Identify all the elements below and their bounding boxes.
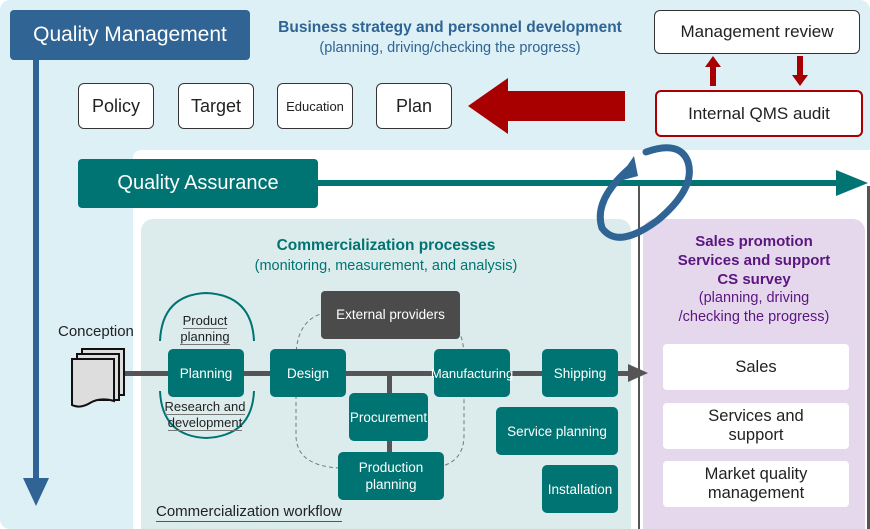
commercialization-title: Commercialization processes	[276, 237, 496, 254]
arrow-down-small-icon	[792, 56, 808, 86]
sales-subtitle-line: /checking the progress)	[678, 309, 830, 325]
design-box: Design	[270, 349, 346, 397]
research-development-text: Research and development	[164, 399, 246, 431]
quality-management-flow-line	[33, 58, 39, 488]
product-planning-label: Product planning	[163, 313, 247, 345]
commercialization-heading: Commercialization processes (monitoring,…	[141, 236, 631, 276]
divider-line	[638, 186, 640, 529]
sales-title-line: Sales promotion	[695, 233, 813, 250]
workflow-arrow-icon	[628, 364, 648, 382]
commercialization-subtitle: (monitoring, measurement, and analysis)	[254, 258, 518, 274]
arrow-left-icon	[468, 78, 625, 134]
management-review-box: Management review	[654, 10, 860, 54]
installation-box: Installation	[542, 465, 618, 513]
education-box: Education	[277, 83, 353, 129]
workflow-line	[124, 371, 634, 376]
production-planning-box: Production planning	[338, 452, 444, 500]
sales-subtitle-line: (planning, driving	[698, 290, 810, 306]
procurement-box: Procurement	[349, 393, 428, 441]
conception-label: Conception	[58, 323, 134, 340]
arrow-up-icon	[705, 56, 721, 86]
quality-assurance-flow-line	[318, 180, 838, 186]
manufacturing-box: Manufacturing	[431, 349, 513, 397]
sales-title-line: Services and support	[677, 252, 831, 269]
services-support-box: Services and support	[663, 403, 849, 449]
strategy-subtitle: (planning, driving/checking the progress…	[319, 40, 581, 56]
shipping-box: Shipping	[542, 349, 618, 397]
cycle-arrow-icon	[596, 144, 693, 241]
planning-arcs	[159, 291, 255, 440]
sales-title-line: CS survey	[717, 271, 791, 288]
target-box: Target	[178, 83, 254, 129]
document-stack-icon	[71, 348, 125, 408]
plan-box: Plan	[376, 83, 452, 129]
arrow-down-icon	[23, 478, 49, 506]
market-quality-box: Market quality management	[663, 461, 849, 507]
planning-box: Planning	[168, 349, 244, 397]
external-providers-box: External providers	[321, 291, 460, 339]
sales-heading: Sales promotion Services and support CS …	[643, 232, 865, 327]
policy-box: Policy	[78, 83, 154, 129]
product-planning-text: Product planning	[180, 313, 230, 345]
right-border-line	[867, 186, 870, 529]
research-development-label: Research and development	[155, 399, 255, 431]
arrow-right-icon	[836, 170, 868, 196]
service-planning-box: Service planning	[496, 407, 618, 455]
strategy-title: Business strategy and personnel developm…	[278, 19, 622, 36]
quality-assurance-title: Quality Assurance	[78, 159, 318, 208]
internal-audit-box: Internal QMS audit	[655, 90, 863, 137]
commercialization-workflow-label: Commercialization workflow	[156, 503, 342, 522]
sales-box: Sales	[663, 344, 849, 390]
quality-management-title: Quality Management	[10, 10, 250, 60]
strategy-heading: Business strategy and personnel developm…	[255, 18, 645, 58]
